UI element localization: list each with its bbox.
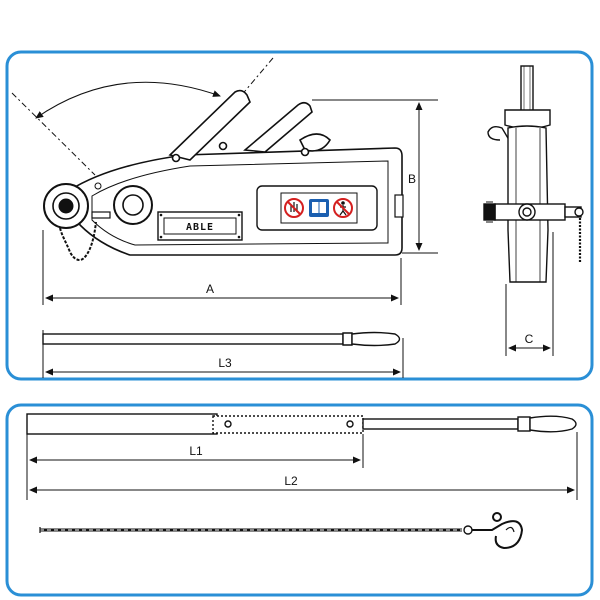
dimension-l3-label: L3 [218, 356, 232, 370]
dimension-l1: L1 [26, 434, 364, 468]
dimension-l3: L3 [42, 330, 404, 378]
bottom-panel-frame [5, 403, 594, 597]
no-hand-icon [284, 198, 304, 218]
anchor-eye [43, 183, 89, 229]
dimension-l2-label: L2 [284, 474, 298, 488]
brand-text: ABLE [186, 222, 214, 233]
dimension-l2: L2 [26, 432, 578, 500]
safety-pin-chain [59, 182, 111, 261]
dimension-b-label: B [408, 172, 416, 186]
side-view [483, 65, 584, 283]
read-manual-icon [309, 199, 329, 217]
rope-hook [472, 512, 524, 550]
dimension-c: C [505, 232, 554, 356]
handle-extended [26, 413, 577, 435]
safety-label-panel [256, 185, 378, 231]
no-person-icon [333, 198, 353, 218]
dimension-c-label: C [525, 332, 534, 346]
dimension-a: A [42, 230, 402, 305]
brand-plate: ABLE [157, 211, 243, 241]
cable-guide [113, 185, 153, 225]
top-panel-frame [5, 50, 594, 381]
handle-l3 [42, 331, 401, 347]
dimension-a-label: A [206, 282, 214, 296]
dimension-l1-label: L1 [189, 444, 203, 458]
wire-rope [39, 525, 473, 535]
dimension-b: B [312, 99, 438, 254]
